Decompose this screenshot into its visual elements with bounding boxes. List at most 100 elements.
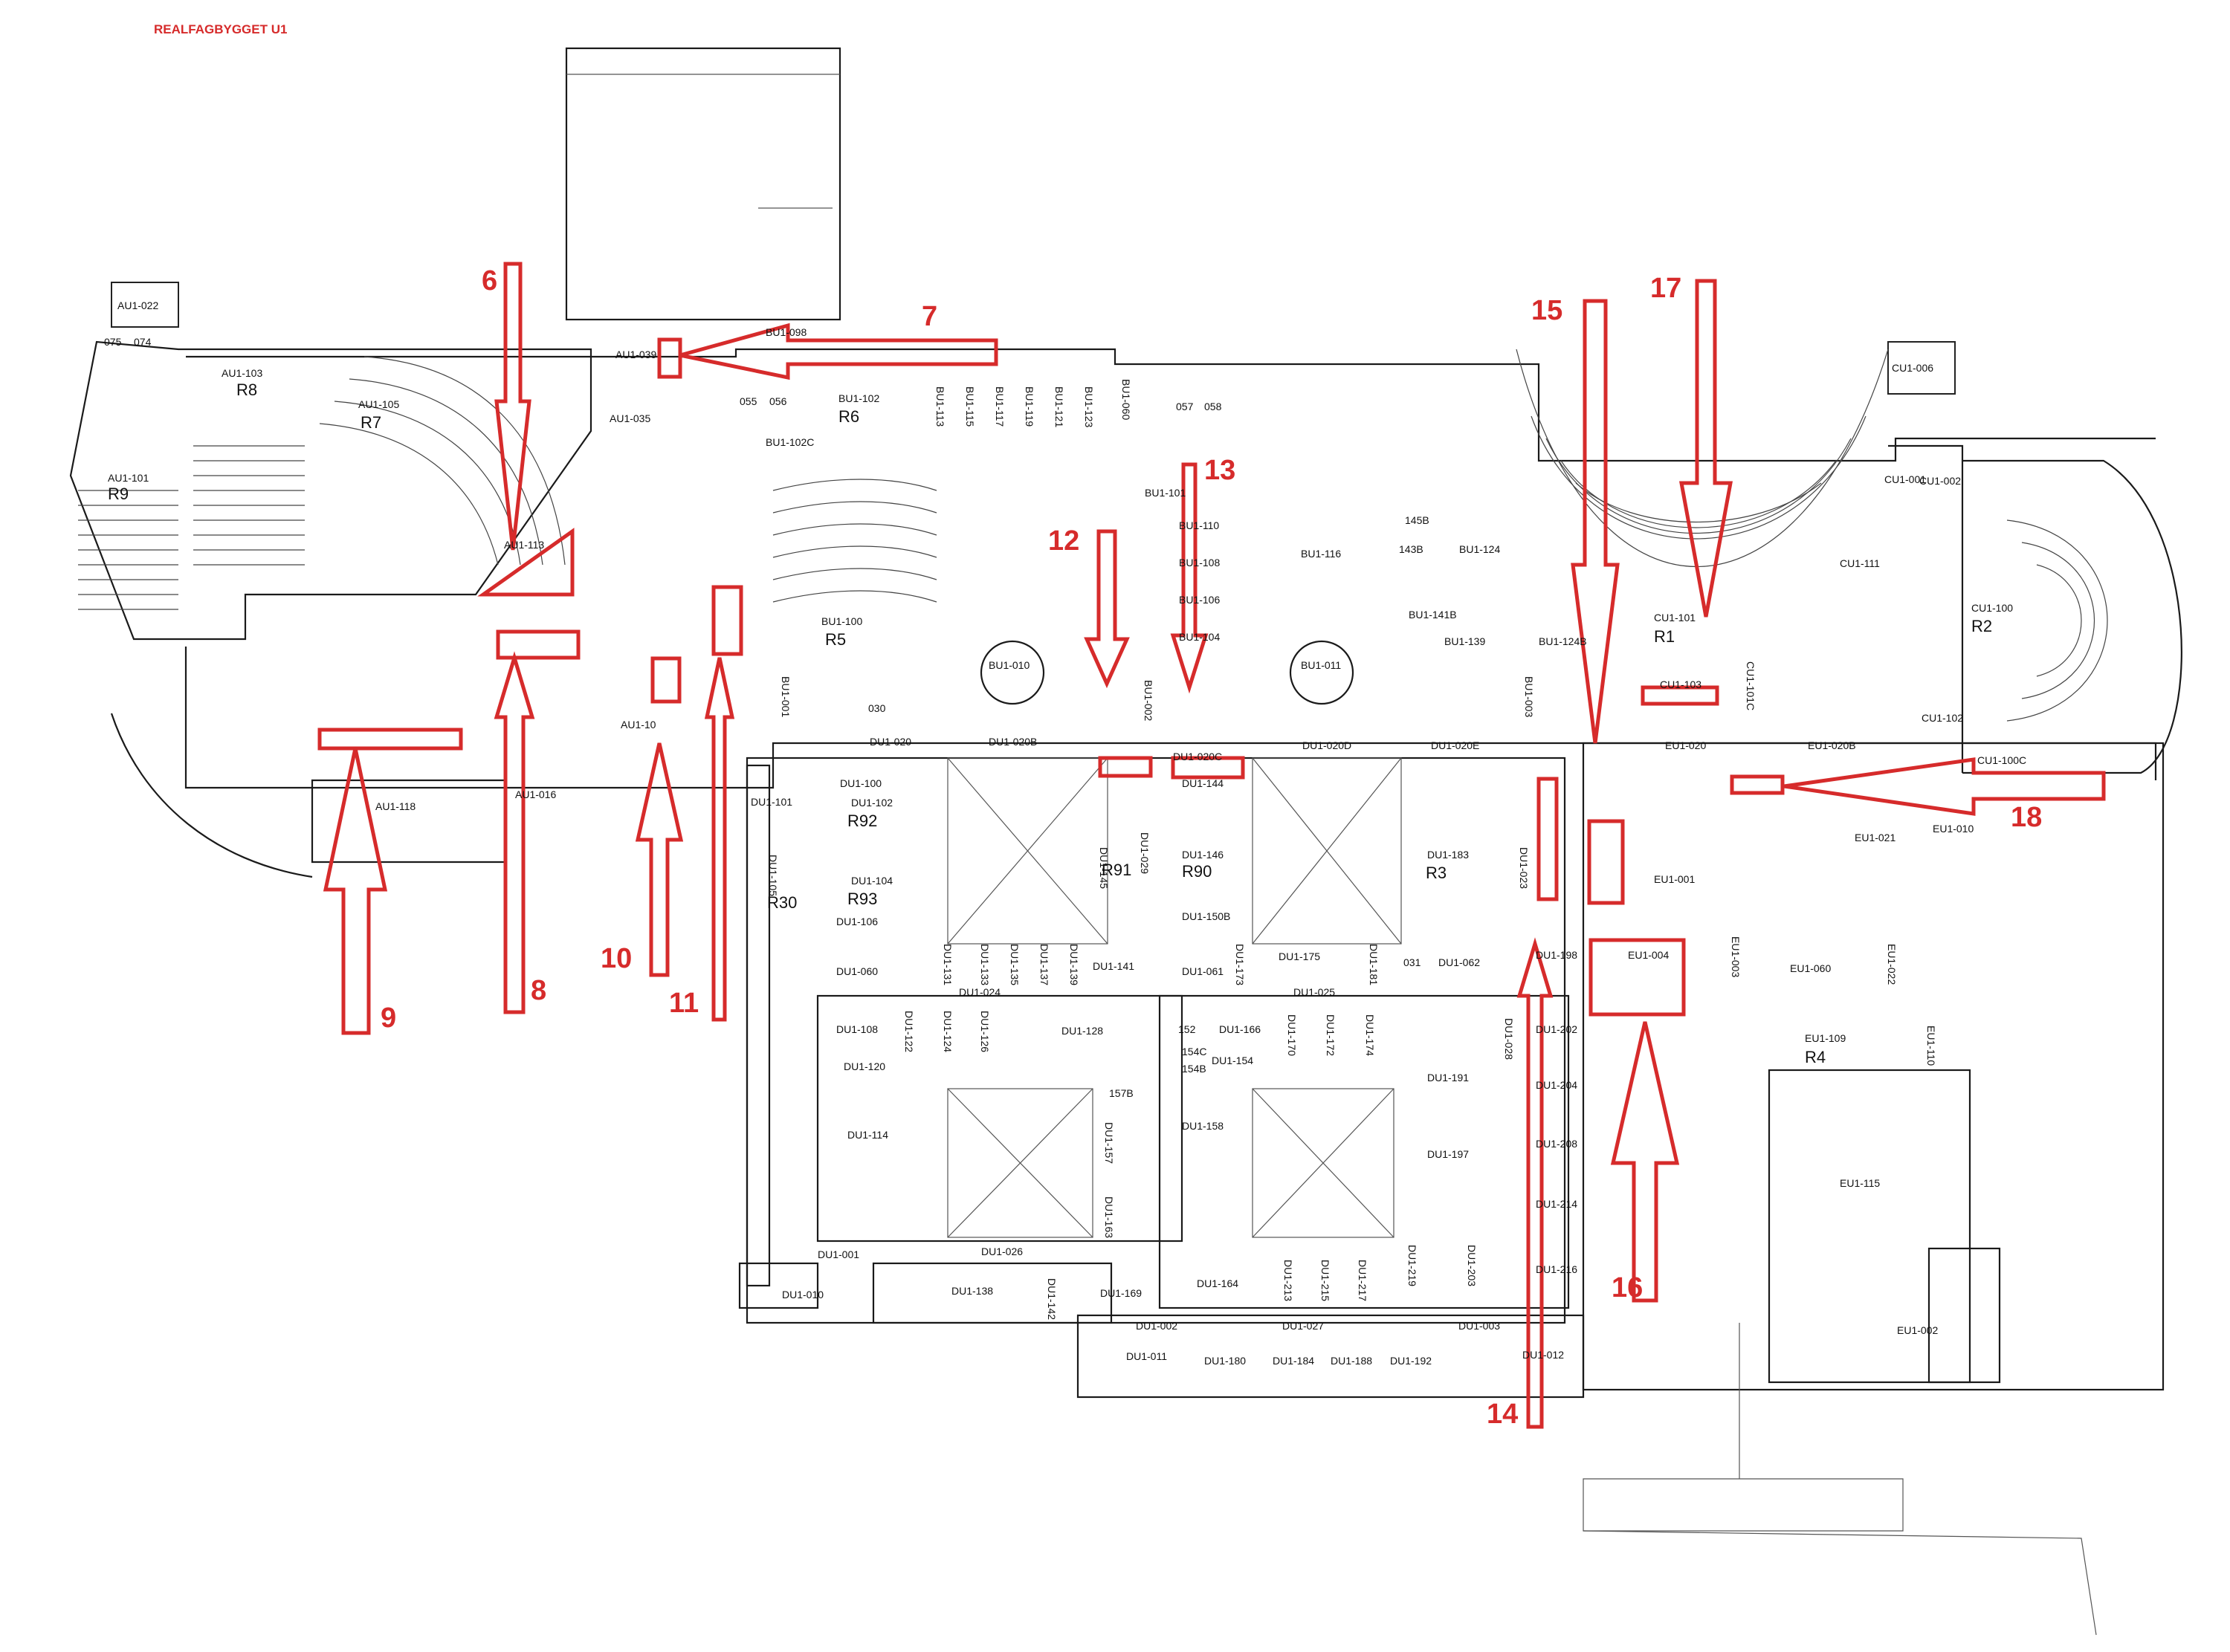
room-label: 145B bbox=[1405, 514, 1429, 526]
arrow-marker-6 bbox=[494, 262, 531, 551]
room-label: BU1-113 bbox=[934, 386, 946, 427]
marker-17: 17 bbox=[1650, 273, 1681, 304]
room-name: R93 bbox=[847, 890, 877, 908]
arrow-marker-13 bbox=[1170, 462, 1209, 694]
highlight-marker-11 bbox=[711, 585, 743, 656]
room-label: AU1-016 bbox=[515, 788, 556, 800]
arrow-marker-12 bbox=[1084, 529, 1130, 689]
room-label: BU1-001 bbox=[780, 676, 792, 717]
room-label: DU1-202 bbox=[1536, 1023, 1577, 1035]
room-label: DU1-208 bbox=[1536, 1138, 1577, 1150]
room-label: DU1-002 bbox=[1136, 1320, 1177, 1332]
room-label: DU1-139 bbox=[1068, 944, 1080, 985]
annotation-arrows bbox=[323, 262, 2106, 1429]
room-label: AU1-118 bbox=[375, 800, 416, 812]
marker-18: 18 bbox=[2011, 802, 2042, 833]
room-label: BU1-124B bbox=[1539, 635, 1587, 647]
room-name: R4 bbox=[1805, 1048, 1826, 1066]
room-label: BU1-141B bbox=[1409, 609, 1457, 621]
room-label: DU1-060 bbox=[836, 965, 878, 977]
room-label: BU1-108 bbox=[1179, 557, 1220, 569]
room-label: BU1-104 bbox=[1179, 631, 1220, 643]
room-label: DU1-214 bbox=[1536, 1198, 1577, 1210]
arrow-marker-11 bbox=[704, 657, 735, 1022]
room-label: DU1-138 bbox=[951, 1285, 993, 1297]
marker-13: 13 bbox=[1204, 455, 1235, 486]
arrow-marker-14 bbox=[1516, 937, 1554, 1429]
room-label: DU1-166 bbox=[1219, 1023, 1261, 1035]
room-label: DU1-172 bbox=[1325, 1014, 1337, 1056]
room-label: CU1-006 bbox=[1892, 362, 1933, 374]
room-label: EU1-002 bbox=[1897, 1324, 1938, 1336]
room-label: BU1-003 bbox=[1523, 676, 1535, 717]
room-label: DU1-124 bbox=[942, 1011, 954, 1052]
annotation-highlights bbox=[317, 337, 1785, 1017]
arrow-marker-8 bbox=[494, 651, 535, 1014]
room-label: AU1-022 bbox=[117, 299, 158, 311]
room-label: DU1-188 bbox=[1331, 1355, 1372, 1367]
room-label: DU1-180 bbox=[1204, 1355, 1246, 1367]
room-label: 058 bbox=[1204, 401, 1222, 412]
room-label: 154B bbox=[1182, 1063, 1206, 1075]
marker-12: 12 bbox=[1048, 525, 1079, 557]
arrow-marker-9 bbox=[323, 748, 388, 1035]
room-label: 075 bbox=[104, 336, 122, 348]
room-label: DU1-023 bbox=[1518, 847, 1530, 889]
room-label: DU1-025 bbox=[1293, 986, 1335, 998]
room-code: DU1-183 bbox=[1427, 849, 1469, 861]
room-label: CU1-111 bbox=[1840, 557, 1880, 569]
room-label: DU1-197 bbox=[1427, 1148, 1469, 1160]
room-label: EU1-110 bbox=[1925, 1026, 1937, 1066]
room-label: EU1-020B bbox=[1808, 739, 1856, 751]
highlight-marker-15 bbox=[1587, 819, 1625, 905]
room-label: EU1-115 bbox=[1840, 1177, 1880, 1189]
room-label: BU1-098 bbox=[766, 326, 807, 338]
room-label: DU1-144 bbox=[1182, 777, 1224, 789]
marker-7: 7 bbox=[922, 301, 937, 332]
room-label: DU1-141 bbox=[1093, 960, 1134, 972]
room-label: 056 bbox=[769, 395, 787, 407]
room-label: EU1-001 bbox=[1654, 873, 1695, 885]
room-label: DU1-026 bbox=[981, 1246, 1023, 1257]
room-label: DU1-198 bbox=[1536, 949, 1577, 961]
room-label: BU1-102C bbox=[766, 436, 814, 448]
room-name: R91 bbox=[1102, 861, 1131, 879]
room-label: 154C bbox=[1182, 1046, 1206, 1057]
marker-15: 15 bbox=[1531, 295, 1562, 326]
room-label: BU1-115 bbox=[964, 386, 976, 427]
room-label: 143B bbox=[1399, 543, 1423, 555]
marker-10: 10 bbox=[601, 943, 632, 974]
room-label: BU1-010 bbox=[989, 659, 1030, 671]
room-code: CU1-101 bbox=[1654, 612, 1696, 623]
room-label: DU1-128 bbox=[1061, 1025, 1103, 1037]
room-name: R90 bbox=[1182, 862, 1212, 881]
arrow-marker-15 bbox=[1571, 299, 1620, 744]
arrow-marker-18 bbox=[1783, 757, 2106, 816]
arrow-marker-10 bbox=[635, 742, 684, 977]
marker-numbers: 6 7 8 9 10 11 12 13 14 15 16 17 18 bbox=[381, 265, 2042, 1430]
room-label: BU1-123 bbox=[1083, 386, 1095, 427]
room-label: BU1-121 bbox=[1053, 386, 1065, 427]
highlight-marker-7 bbox=[657, 337, 682, 379]
room-name: R2 bbox=[1971, 617, 1992, 635]
room-label: CU1-103 bbox=[1660, 678, 1701, 690]
room-label: DU1-114 bbox=[847, 1129, 888, 1141]
room-label: AU1-035 bbox=[610, 412, 650, 424]
room-label: DU1-020B bbox=[989, 736, 1037, 748]
room-code: DU1-145 bbox=[1098, 847, 1110, 889]
highlight-marker-14 bbox=[1536, 777, 1559, 901]
room-label: DU1-003 bbox=[1458, 1320, 1500, 1332]
room-label: DU1-175 bbox=[1279, 950, 1320, 962]
room-name: R30 bbox=[767, 893, 797, 912]
room-label: AU1-039 bbox=[615, 349, 656, 360]
highlight-marker-18 bbox=[1730, 774, 1785, 795]
room-label: 031 bbox=[1403, 956, 1421, 968]
room-code: DU1-146 bbox=[1182, 849, 1224, 861]
highlight-marker-12 bbox=[1098, 756, 1153, 778]
room-code: DU1-102 bbox=[851, 797, 893, 809]
room-labels: AU1-022 075 074 AU1-039 AU1-035 AU1-113 … bbox=[104, 299, 2026, 1367]
room-label: 152 bbox=[1178, 1023, 1196, 1035]
highlight-marker-10 bbox=[650, 656, 682, 704]
room-label: EU1-003 bbox=[1730, 936, 1742, 977]
room-label: DU1-154 bbox=[1212, 1055, 1253, 1066]
